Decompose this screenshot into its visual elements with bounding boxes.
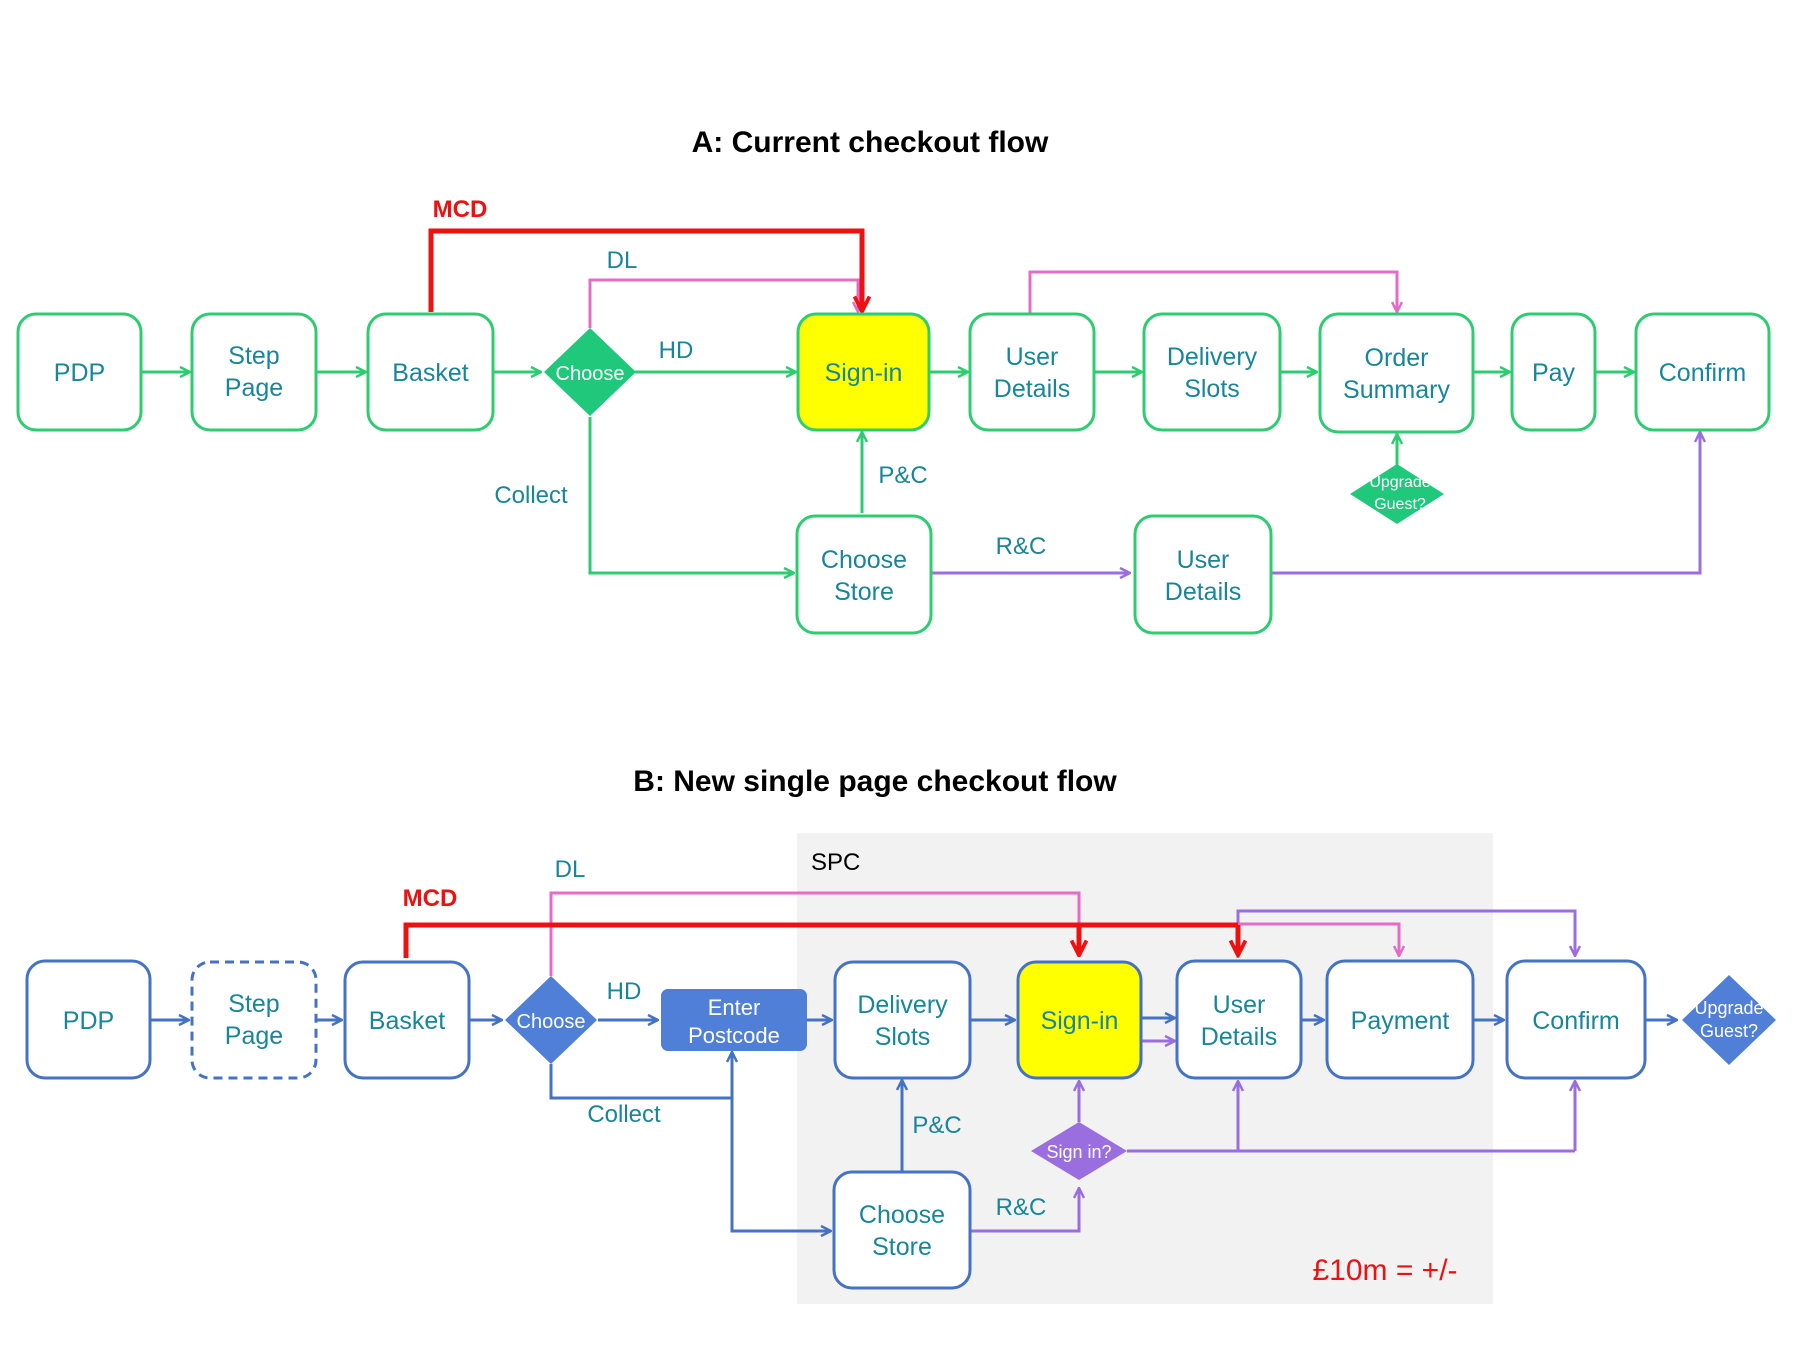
- b-decision-upgrade-guest-line1: Upgrade: [1694, 998, 1763, 1018]
- a-decision-choose-label: Choose: [556, 363, 625, 385]
- a-node-choose-store: Choose Store: [795, 514, 933, 635]
- b-node-user-details: User Details: [1175, 959, 1303, 1080]
- b-node-confirm: Confirm: [1505, 959, 1647, 1080]
- a-label-hd: HD: [659, 337, 694, 364]
- b-node-payment-label: Payment: [1351, 1007, 1450, 1035]
- b-node-signin: Sign-in: [1016, 960, 1143, 1080]
- a-node-order-summary: Order Summary: [1318, 312, 1475, 434]
- a-node-basket: Basket: [366, 312, 495, 432]
- b-node-user-details-line1: User: [1213, 991, 1266, 1019]
- b-label-hd: HD: [607, 978, 642, 1005]
- b-node-choose-store: Choose Store: [832, 1170, 972, 1290]
- a-label-rc: R&C: [996, 533, 1047, 560]
- b-decision-signin-q: Sign in?: [1031, 1122, 1127, 1180]
- diagram-b-title: B: New single page checkout flow: [633, 765, 1117, 798]
- a-node-pdp-label: PDP: [54, 359, 105, 387]
- a-label-mcd: MCD: [433, 196, 488, 223]
- diagram-a-title: A: Current checkout flow: [692, 126, 1049, 159]
- spc-panel-label: SPC: [811, 849, 860, 876]
- a-node-user-details: User Details: [968, 312, 1096, 432]
- b-label-pc: P&C: [912, 1112, 961, 1139]
- b-node-enter-postcode: Enter Postcode: [661, 989, 807, 1051]
- b-node-signin-label: Sign-in: [1041, 1007, 1119, 1035]
- a-node-signin-label: Sign-in: [825, 359, 903, 387]
- a-node-delivery-slots-line1: Delivery: [1167, 343, 1258, 371]
- a-node-confirm-label: Confirm: [1659, 359, 1747, 387]
- b-label-rc: R&C: [996, 1194, 1047, 1221]
- a-node-user-details-line1: User: [1006, 343, 1059, 371]
- a-node-confirm: Confirm: [1634, 312, 1771, 432]
- b-decision-upgrade-guest: Upgrade Guest?: [1682, 975, 1776, 1065]
- a-node-user-details-line2: Details: [994, 375, 1070, 403]
- diagram-b-connectors: [150, 891, 1677, 1231]
- b-node-delivery-slots-line2: Slots: [875, 1023, 931, 1051]
- b-node-pdp-label: PDP: [63, 1007, 114, 1035]
- a-label-pc: P&C: [878, 462, 927, 489]
- a-node-pay: Pay: [1510, 312, 1597, 432]
- b-label-collect: Collect: [587, 1101, 661, 1128]
- b-decision-choose-label: Choose: [517, 1011, 586, 1033]
- b-label-mcd: MCD: [403, 885, 458, 912]
- b-node-enter-postcode-line2: Postcode: [688, 1023, 780, 1048]
- b-node-basket: Basket: [343, 960, 471, 1080]
- a-node-basket-label: Basket: [392, 359, 468, 387]
- b-node-confirm-label: Confirm: [1532, 1007, 1620, 1035]
- a-node-step-page-line2: Page: [225, 374, 283, 402]
- a-decision-choose: Choose: [544, 328, 636, 416]
- b-node-choose-store-line1: Choose: [859, 1201, 945, 1229]
- b-node-step-page: Step Page: [190, 960, 318, 1080]
- a-node-user-details-2-line2: Details: [1165, 578, 1241, 606]
- b-decision-signin-q-label: Sign in?: [1046, 1142, 1111, 1162]
- a-decision-upgrade-guest-line1: Upgrade: [1369, 474, 1430, 491]
- a-node-pay-label: Pay: [1532, 359, 1576, 387]
- a-node-step-page: Step Page: [190, 312, 318, 432]
- b-node-payment: Payment: [1325, 959, 1475, 1080]
- a-node-choose-store-line1: Choose: [821, 546, 907, 574]
- a-node-signin: Sign-in: [796, 312, 931, 432]
- b-decision-choose: Choose: [505, 976, 597, 1064]
- a-node-order-summary-line1: Order: [1365, 344, 1429, 372]
- a-label-dl: DL: [607, 247, 638, 274]
- a-node-delivery-slots-line2: Slots: [1184, 375, 1240, 403]
- a-node-user-details-2-line1: User: [1177, 546, 1230, 574]
- a-node-delivery-slots: Delivery Slots: [1142, 312, 1282, 432]
- a-node-step-page-line1: Step: [228, 342, 279, 370]
- b-node-pdp: PDP: [25, 959, 152, 1080]
- b-cost-note: £10m = +/-: [1312, 1254, 1457, 1287]
- a-node-pdp: PDP: [16, 312, 143, 432]
- a-node-choose-store-line2: Store: [834, 578, 894, 606]
- b-node-basket-label: Basket: [369, 1007, 445, 1035]
- a-decision-upgrade-guest: Upgrade Guest?: [1350, 464, 1444, 524]
- a-decision-upgrade-guest-line2: Guest?: [1374, 496, 1426, 513]
- b-node-enter-postcode-line1: Enter: [708, 995, 761, 1020]
- b-decision-upgrade-guest-line2: Guest?: [1700, 1021, 1758, 1041]
- a-node-user-details-2: User Details: [1133, 514, 1273, 635]
- a-node-order-summary-line2: Summary: [1343, 376, 1450, 404]
- b-node-step-page-line2: Page: [225, 1022, 283, 1050]
- b-node-user-details-line2: Details: [1201, 1023, 1277, 1051]
- a-label-collect: Collect: [494, 482, 568, 509]
- b-node-choose-store-line2: Store: [872, 1233, 932, 1261]
- b-node-delivery-slots-line1: Delivery: [857, 991, 948, 1019]
- b-node-delivery-slots: Delivery Slots: [833, 960, 972, 1080]
- b-node-step-page-line1: Step: [228, 990, 279, 1018]
- b-label-dl: DL: [555, 856, 586, 883]
